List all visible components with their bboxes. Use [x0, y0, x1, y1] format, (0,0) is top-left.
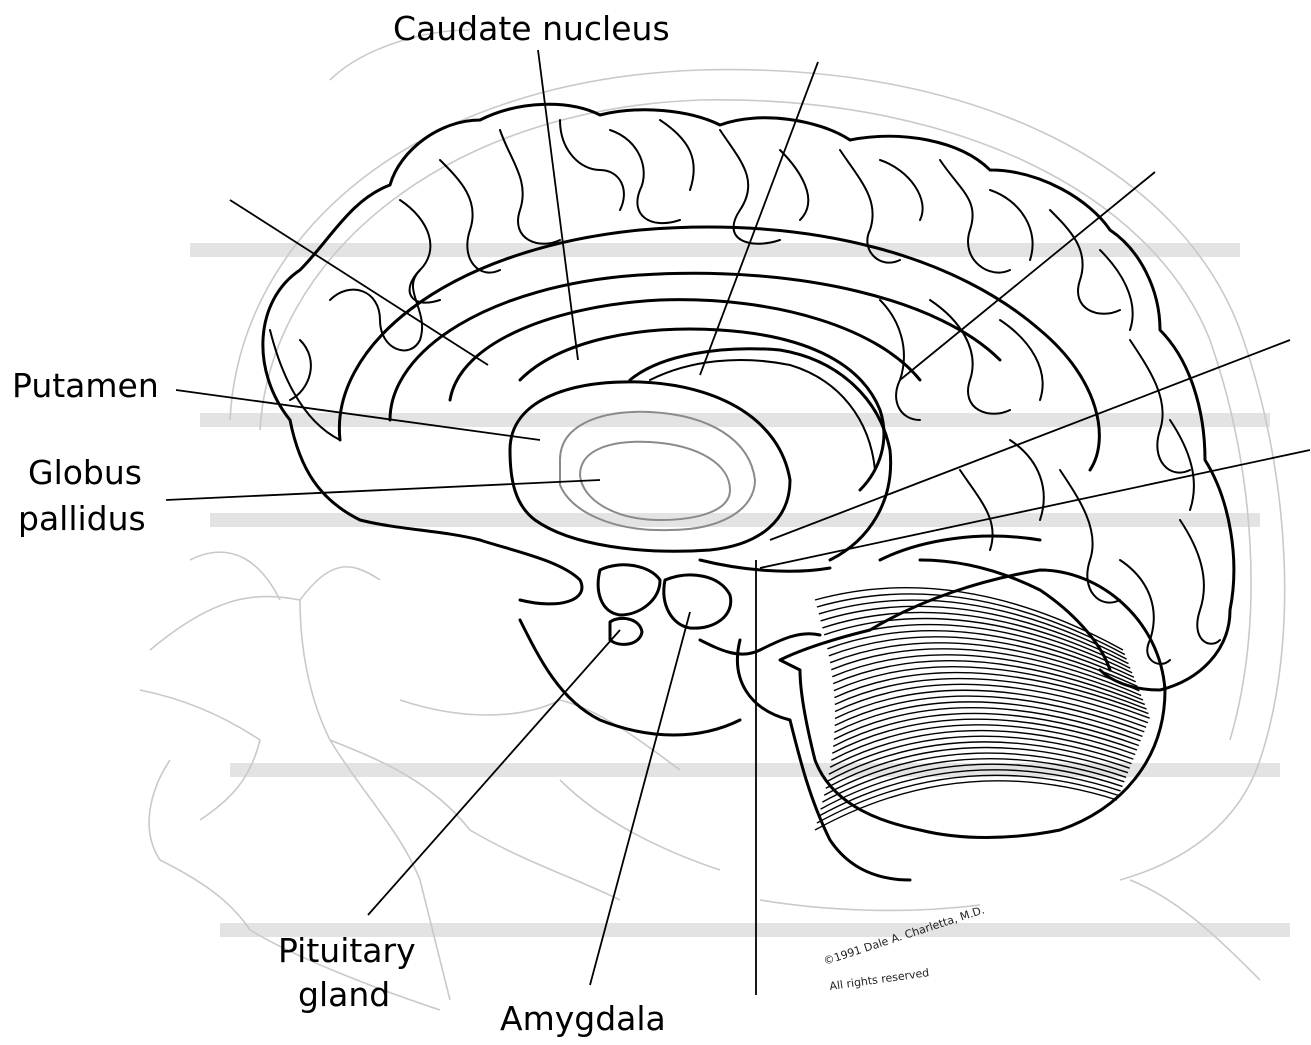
label-globus-pallidus-line2: pallidus — [18, 499, 146, 538]
label-putamen: Putamen — [12, 366, 159, 405]
unlabeled-leader-6 — [760, 450, 1310, 568]
cerebellum-folium-line — [815, 781, 1117, 830]
unlabeled-leader-4 — [900, 172, 1155, 380]
globus-pallidus-leader — [166, 480, 600, 500]
label-pituitary-gland-line2: gland — [298, 975, 390, 1014]
label-amygdala: Amygdala — [500, 999, 666, 1038]
label-caudate-nucleus: Caudate nucleus — [393, 9, 670, 48]
head-silhouette — [140, 30, 1290, 1010]
label-globus-pallidus-line1: Globus — [28, 453, 142, 492]
copyright-line2: All rights reserved — [829, 966, 930, 993]
caudate-leader — [538, 50, 578, 360]
cerebellum-folium-line — [830, 643, 1139, 691]
unlabeled-leader-2 — [230, 200, 488, 365]
cerebellum — [815, 588, 1150, 830]
label-pituitary-gland-line1: Pituitary — [278, 931, 416, 970]
